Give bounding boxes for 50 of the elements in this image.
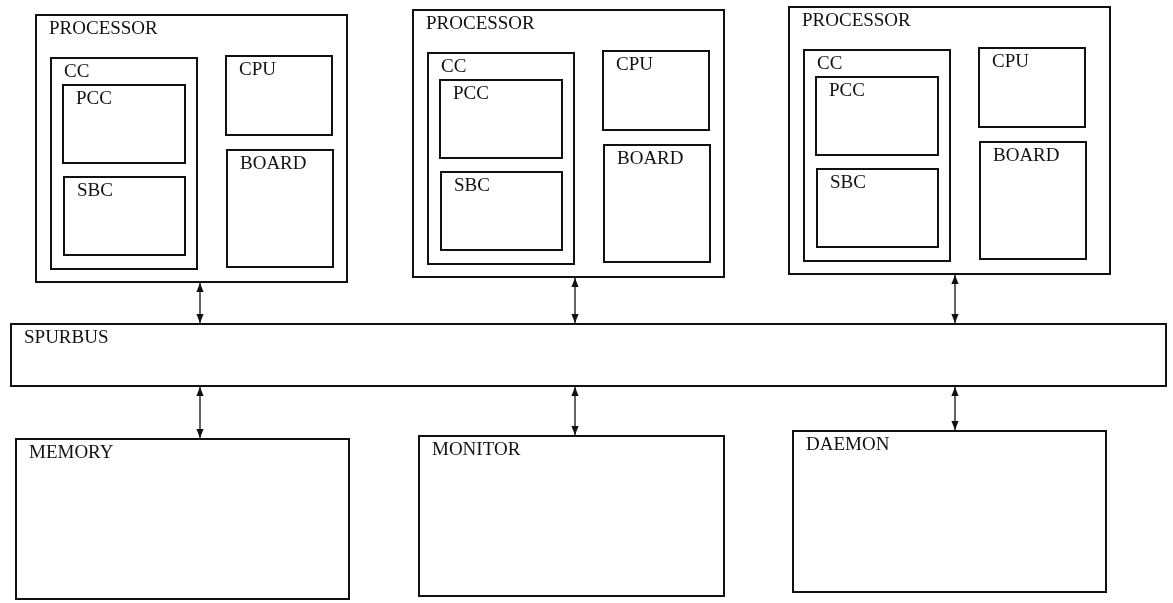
component-box — [50, 57, 198, 270]
component-label: BOARD — [993, 144, 1060, 166]
component-label: MEMORY — [29, 441, 114, 463]
component-box — [418, 435, 725, 597]
component-box — [62, 84, 186, 164]
component-box — [10, 323, 1167, 387]
component-box — [978, 47, 1086, 128]
component-box — [439, 79, 563, 159]
component-label: SBC — [830, 171, 866, 193]
component-label: MONITOR — [432, 438, 521, 460]
component-box — [979, 141, 1087, 260]
component-box — [602, 50, 710, 131]
component-label: SPURBUS — [24, 326, 109, 348]
component-label: SBC — [454, 174, 490, 196]
double-arrow — [951, 274, 959, 324]
component-label: PROCESSOR — [426, 12, 535, 34]
double-arrow — [196, 282, 204, 324]
component-box — [226, 149, 334, 268]
component-label: PCC — [76, 87, 112, 109]
component-box — [603, 144, 711, 263]
component-label: PCC — [829, 79, 865, 101]
component-box — [816, 168, 939, 248]
component-label: PCC — [453, 82, 489, 104]
double-arrow — [571, 386, 579, 436]
double-arrow — [571, 277, 579, 324]
double-arrow — [196, 386, 204, 439]
component-box — [412, 9, 725, 278]
component-label: PROCESSOR — [49, 17, 158, 39]
component-box — [63, 176, 186, 256]
component-box — [803, 49, 951, 262]
component-label: CPU — [616, 53, 653, 75]
component-box — [35, 14, 348, 283]
component-label: PROCESSOR — [802, 9, 911, 31]
component-box — [815, 76, 939, 156]
component-label: BOARD — [240, 152, 307, 174]
component-label: BOARD — [617, 147, 684, 169]
component-label: CC — [441, 55, 467, 77]
component-label: SBC — [77, 179, 113, 201]
component-label: CPU — [239, 58, 276, 80]
component-box — [440, 171, 563, 251]
component-box — [427, 52, 575, 265]
component-label: CC — [817, 52, 843, 74]
component-box — [225, 55, 333, 136]
double-arrow — [951, 386, 959, 431]
component-box — [792, 430, 1107, 593]
component-box — [15, 438, 350, 600]
component-label: DAEMON — [806, 433, 890, 455]
component-label: CC — [64, 60, 90, 82]
component-label: CPU — [992, 50, 1029, 72]
component-box — [788, 6, 1111, 275]
